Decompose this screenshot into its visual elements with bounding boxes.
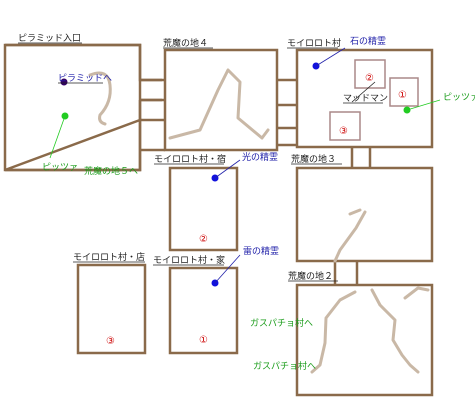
- label-piccia-left: ピッツァ: [42, 162, 78, 173]
- label-shop: モイロロト村・店: [73, 251, 145, 263]
- house-box-1: [389, 77, 419, 107]
- piccia-left-leader: [49, 115, 66, 159]
- label-moiroro-village: モイロロト村: [287, 37, 341, 49]
- light-spirit-leader: [214, 159, 241, 179]
- room-inn: [168, 166, 239, 252]
- label-wasteland3: 荒魔の地３: [291, 153, 336, 165]
- madman-leader: [351, 81, 376, 103]
- room-moiroro-village: [295, 48, 434, 149]
- room-wasteland4: [163, 48, 279, 152]
- village-south-corridor: [350, 147, 372, 168]
- marker-house-1: ①: [199, 335, 208, 346]
- path-wasteland3: [333, 208, 367, 263]
- marker-village-2: ②: [365, 73, 374, 84]
- path-wasteland2-c: [403, 286, 430, 300]
- marker-shop-3: ③: [106, 336, 115, 347]
- label-thunder-spirit: 雷の精霊: [243, 245, 279, 257]
- label-madman: マッドマン: [343, 94, 388, 104]
- label-stone-spirit: 石の精霊: [350, 35, 386, 47]
- label-to-pyramid[interactable]: ピラミッドへ: [58, 73, 112, 84]
- house-box-2: [354, 59, 386, 89]
- label-to-wasteland5[interactable]: 荒魔の地５へ: [84, 165, 138, 177]
- marker-village-1: ①: [398, 90, 407, 101]
- room-house: [168, 266, 239, 355]
- path-wasteland2-b: [370, 288, 420, 374]
- label-to-gaspacho-1[interactable]: ガスパチョ村へ: [250, 317, 313, 329]
- label-light-spirit: 光の精霊: [242, 151, 278, 163]
- label-wasteland4: 荒魔の地４: [163, 37, 208, 49]
- room-shop: [76, 263, 147, 355]
- path-wasteland4: [168, 68, 270, 140]
- wasteland4-south-opening: [140, 118, 165, 152]
- marker-inn-2: ②: [199, 234, 208, 245]
- wasteland3-west-corridor: [277, 126, 297, 147]
- label-piccia-right: ピッツァ: [443, 92, 475, 103]
- label-house: モイロロト村・家: [153, 254, 225, 266]
- house-box-3: [329, 111, 361, 141]
- pyramid-dot[interactable]: [60, 78, 68, 86]
- wasteland3-south-corridor: [333, 261, 359, 285]
- label-to-gaspacho-2[interactable]: ガスパチョ村へ: [253, 360, 316, 372]
- label-inn: モイロロト村・宿: [154, 153, 226, 165]
- piccia-right-leader: [406, 99, 441, 111]
- pyramid-corridor: [138, 78, 165, 120]
- thunder-spirit-leader: [214, 254, 241, 284]
- stone-spirit-leader: [315, 47, 346, 67]
- path-wasteland2-a: [310, 290, 357, 374]
- room-pyramid-entrance-box: [3, 43, 142, 172]
- wasteland4-corridor: [277, 78, 297, 107]
- label-wasteland2: 荒魔の地２: [288, 270, 333, 282]
- room-wasteland2: [295, 283, 434, 397]
- path-pyramid: [88, 71, 112, 126]
- room-pyramid-entrance: [4, 43, 162, 172]
- marker-village-3: ③: [339, 126, 348, 137]
- room-wasteland3: [295, 166, 434, 263]
- label-pyramid-entrance: ピラミッド入口: [18, 33, 81, 44]
